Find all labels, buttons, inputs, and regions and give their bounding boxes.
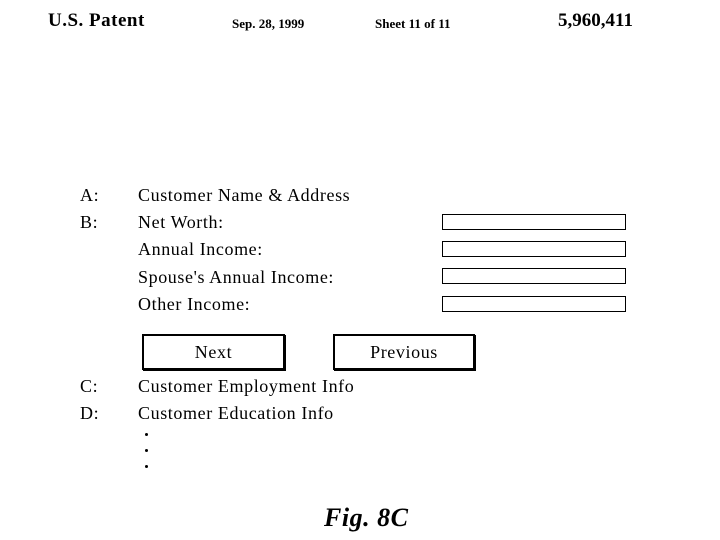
patent-date: Sep. 28, 1999: [232, 16, 305, 31]
other-income-input[interactable]: [442, 296, 626, 312]
other-income-label: Other Income:: [138, 294, 251, 314]
continuation-dot: [145, 433, 148, 436]
section-c-key: C:: [80, 376, 99, 396]
continuation-dot: [145, 449, 148, 452]
annual-income-label: Annual Income:: [138, 239, 263, 259]
patent-number: 5,960,411: [558, 10, 633, 31]
section-d-label: Customer Education Info: [138, 403, 334, 423]
continuation-dot: [145, 465, 148, 468]
section-d-key: D:: [80, 403, 100, 423]
section-a-key: A:: [80, 185, 100, 205]
previous-button[interactable]: Previous: [333, 334, 475, 370]
patent-label: U.S. Patent: [48, 10, 145, 31]
figure-label: Fig. 8C: [324, 503, 409, 532]
section-a-label: Customer Name & Address: [138, 185, 351, 205]
section-c-label: Customer Employment Info: [138, 376, 355, 396]
spouse-annual-income-input[interactable]: [442, 268, 626, 284]
sheet-number: Sheet 11 of 11: [375, 16, 451, 31]
annual-income-input[interactable]: [442, 241, 626, 257]
net-worth-label: Net Worth:: [138, 212, 224, 232]
net-worth-input[interactable]: [442, 214, 626, 230]
spouse-annual-income-label: Spouse's Annual Income:: [138, 267, 335, 287]
next-button[interactable]: Next: [142, 334, 285, 370]
section-b-key: B:: [80, 212, 99, 232]
